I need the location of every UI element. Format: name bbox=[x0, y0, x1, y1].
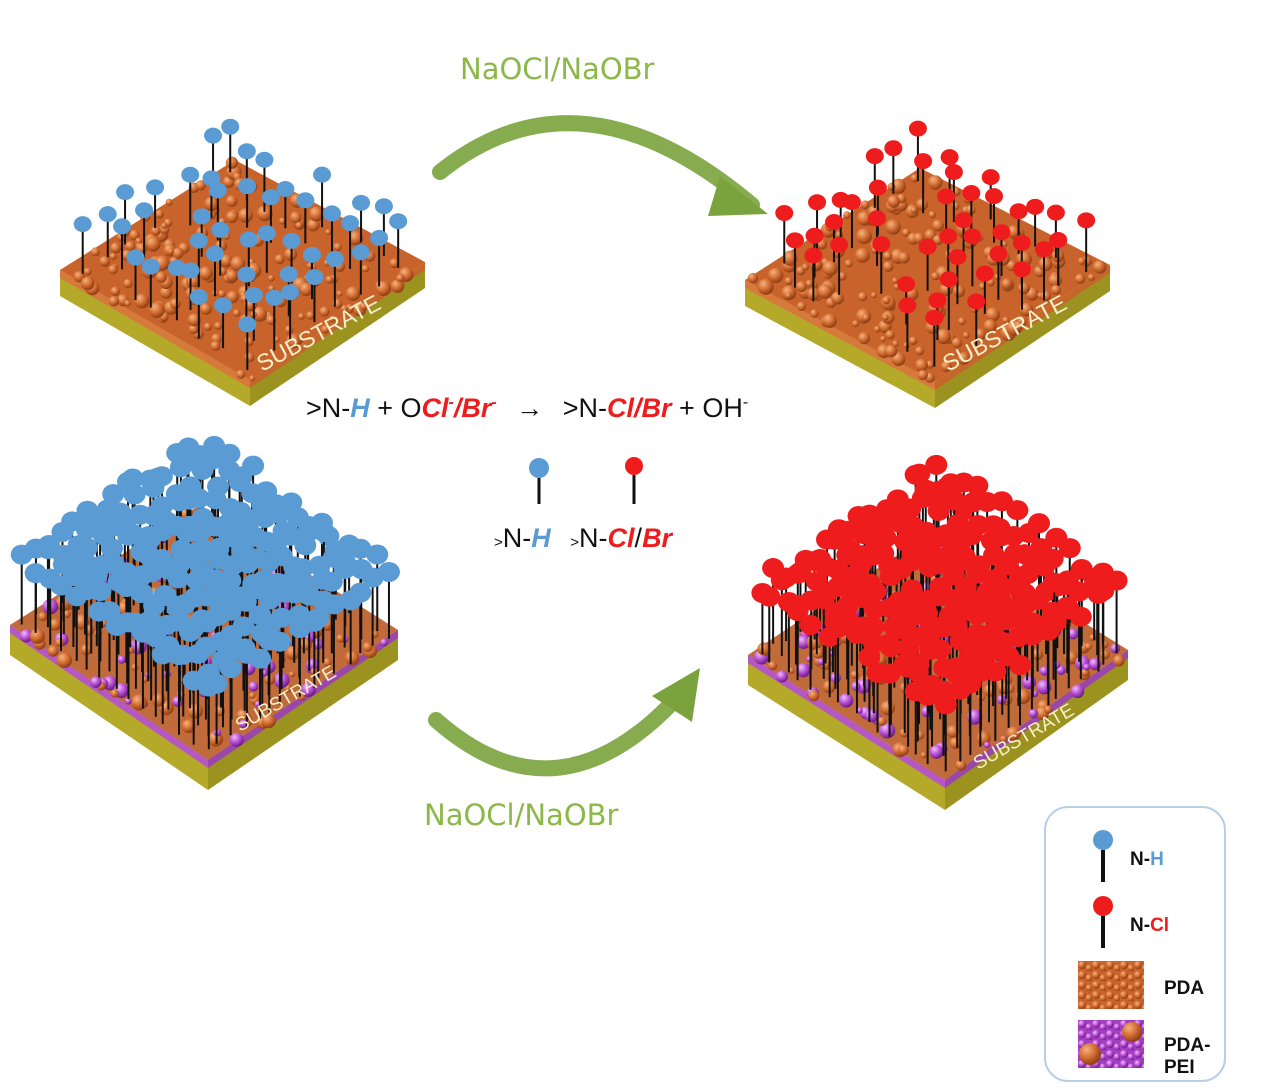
legend-nh-pin-icon bbox=[1093, 830, 1113, 882]
eq-oh-sup: - bbox=[742, 394, 749, 411]
top-reagent-label: NaOCl/NaOBr bbox=[460, 52, 655, 86]
eq-plus2: + OH bbox=[671, 393, 743, 423]
eq-lhs-h: H bbox=[350, 393, 370, 423]
eq-ion-cl: Cl bbox=[421, 393, 449, 423]
legend-pda-swatch-icon bbox=[1078, 961, 1144, 1009]
center-key-labels: >N-H >N-Cl/Br bbox=[494, 523, 672, 554]
key-ncl-n: N- bbox=[579, 523, 608, 553]
legend-pda-label: PDA bbox=[1164, 978, 1205, 999]
block-pei-ncl: SUBSTRATE bbox=[748, 454, 1128, 810]
reaction-equation: >N-H + OCl-/Br- → >N-Cl/Br + OH- bbox=[306, 393, 748, 424]
eq-slash: / bbox=[453, 393, 462, 423]
key-ncl-br: Br bbox=[642, 523, 673, 553]
eq-plus1: + O bbox=[369, 393, 422, 423]
eq-ion-sup2: - bbox=[491, 394, 497, 411]
eq-rhs-clbr: Cl/Br bbox=[607, 393, 672, 423]
block-pei-nh: SUBSTRATE bbox=[10, 435, 400, 790]
eq-rhs-n: >N- bbox=[562, 393, 608, 423]
center-key-pins bbox=[529, 457, 643, 504]
legend-ncl-label: N-Cl bbox=[1130, 915, 1170, 936]
key-nh-h: H bbox=[531, 523, 551, 553]
eq-ion-br: Br bbox=[461, 393, 492, 423]
bottom-reagent-label: NaOCl/NaOBr bbox=[424, 798, 619, 832]
key-ncl-prefix: > bbox=[570, 534, 580, 551]
eq-arrow: → bbox=[516, 393, 544, 423]
legend-ncl-pin-icon bbox=[1093, 896, 1113, 948]
legend-pdapei-swatch-icon bbox=[1078, 1020, 1144, 1068]
bottom-reaction-arrowhead bbox=[652, 668, 700, 722]
bottom-reaction-arrow bbox=[428, 682, 692, 777]
key-nh-n: N- bbox=[502, 523, 532, 553]
top-reaction-arrowhead bbox=[708, 176, 768, 216]
key-nh-prefix: > bbox=[494, 534, 503, 551]
top-reaction-arrow bbox=[432, 115, 760, 213]
block-pda-ncl: SUBSTRATE bbox=[745, 120, 1110, 408]
block-pda-nh: SUBSTRATE bbox=[60, 118, 425, 406]
ncl-pin-icon bbox=[625, 457, 643, 475]
legend-nh-label: N-H bbox=[1130, 849, 1164, 870]
legend-box: N-H N-Cl PDA PDA-PEI bbox=[1044, 806, 1226, 1082]
key-ncl-slash: / bbox=[634, 523, 643, 553]
eq-ion-sup1: - bbox=[448, 394, 454, 411]
nh-pin-icon bbox=[529, 458, 549, 478]
eq-lhs-n: >N- bbox=[306, 393, 351, 423]
legend-pdapei-label: PDA-PEI bbox=[1164, 1035, 1211, 1078]
key-ncl-cl: Cl bbox=[607, 523, 635, 553]
